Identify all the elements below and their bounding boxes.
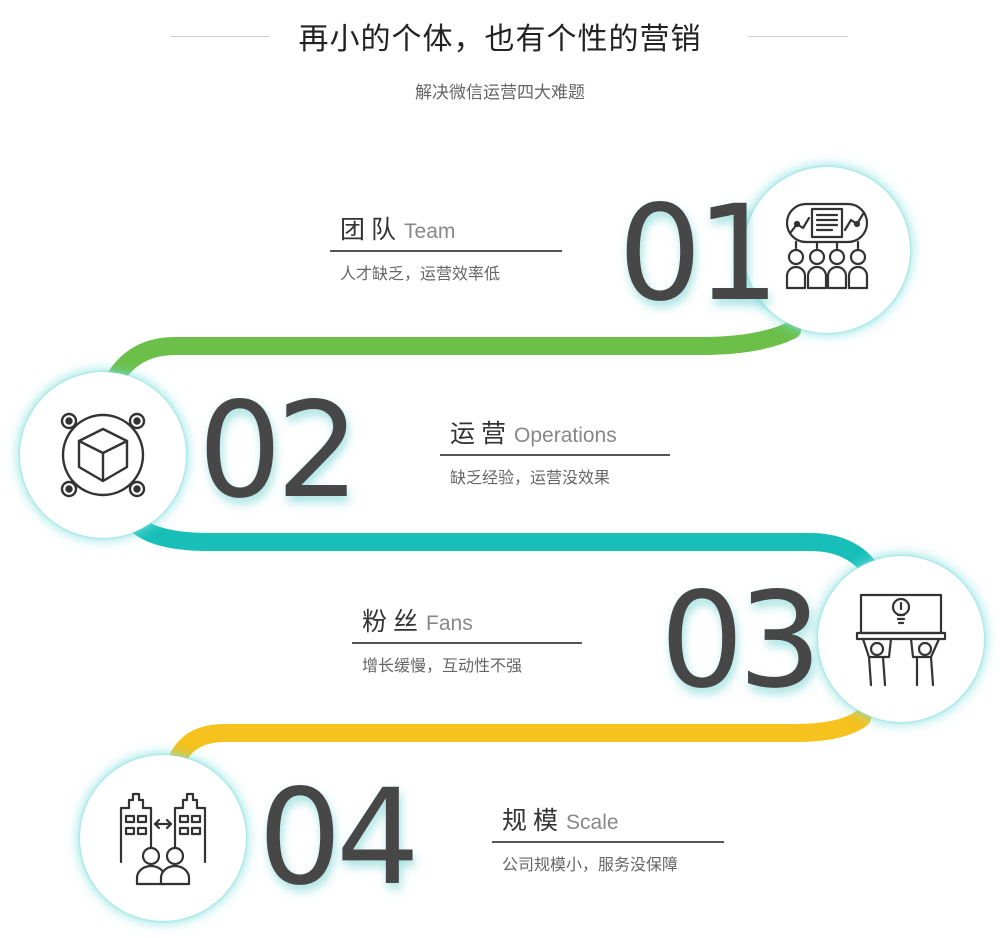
step-2-desc: 缺乏经验，运营没效果 <box>440 464 670 488</box>
step-3-title: 粉丝 Fans <box>352 602 582 644</box>
step-3-label: 粉丝 Fans 增长缓慢，互动性不强 <box>352 602 582 676</box>
step-2-label: 运营 Operations 缺乏经验，运营没效果 <box>440 414 670 488</box>
buildings-people-icon <box>113 788 213 888</box>
team-presentation-icon <box>777 200 877 300</box>
step-3-title-en: Fans <box>426 612 473 636</box>
step-2-title-zh: 运营 <box>450 414 512 450</box>
step-3-number: 03 <box>660 575 816 707</box>
step-4-label: 规模 Scale 公司规模小，服务没保障 <box>492 801 724 875</box>
step-3-desc: 增长缓慢，互动性不强 <box>352 652 582 676</box>
step-1-desc: 人才缺乏，运营效率低 <box>330 260 562 284</box>
step-2-title-en: Operations <box>514 424 617 448</box>
cube-network-icon <box>53 405 153 505</box>
people-holding-idea-icon <box>851 589 951 689</box>
yellow-track <box>178 718 862 758</box>
step-4-desc: 公司规模小，服务没保障 <box>492 851 724 875</box>
step-1-label: 团队 Team 人才缺乏，运营效率低 <box>330 210 562 284</box>
step-4-title: 规模 Scale <box>492 801 724 843</box>
step-4-title-en: Scale <box>566 811 619 835</box>
step-1-title-zh: 团队 <box>340 210 402 246</box>
step-1-title-en: Team <box>404 220 455 244</box>
teal-track <box>140 527 868 566</box>
step-3-circle <box>818 556 984 722</box>
step-2-circle <box>20 372 186 538</box>
green-track <box>115 330 792 378</box>
step-2-number: 02 <box>198 385 354 517</box>
step-4-circle <box>80 755 246 921</box>
step-3-title-zh: 粉丝 <box>362 602 424 638</box>
step-1-title: 团队 Team <box>330 210 562 252</box>
step-2-title: 运营 Operations <box>440 414 670 456</box>
step-4-number: 04 <box>258 772 414 904</box>
step-1-number: 01 <box>618 188 774 320</box>
step-4-title-zh: 规模 <box>502 801 564 837</box>
